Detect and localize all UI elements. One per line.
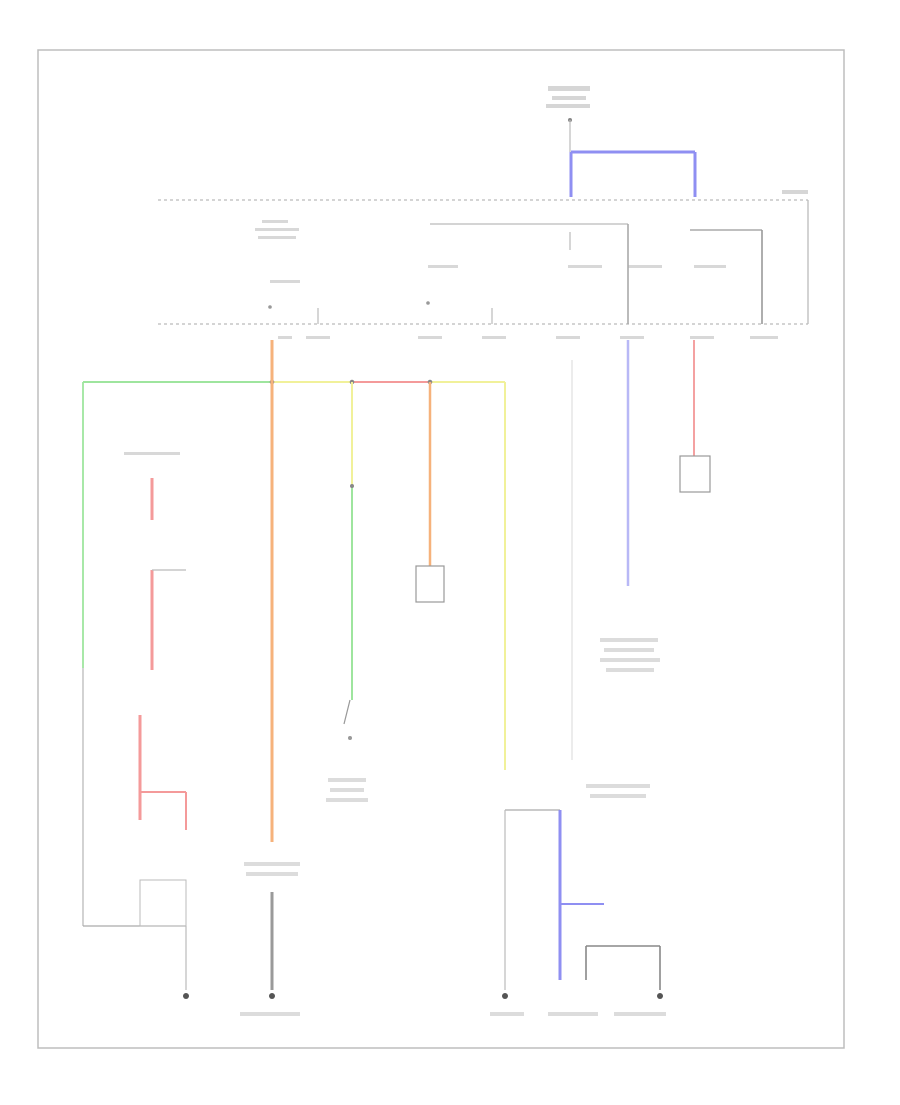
yellow-green-branch (343, 382, 354, 740)
label-blocks (240, 638, 666, 1016)
orange-branch (415, 382, 445, 603)
component-box (415, 565, 445, 603)
horizontal-branch-bus (83, 379, 505, 385)
left-green-loop (82, 382, 186, 927)
top-power-source (546, 86, 590, 152)
blue-feed-wire (569, 150, 697, 197)
relay-box (679, 455, 711, 493)
pink-branch (679, 340, 711, 493)
left-pink-circuit (124, 452, 189, 999)
upper-fuse-box (158, 190, 809, 339)
bottom-right-circuit (502, 809, 663, 999)
diagram-border (37, 49, 845, 1049)
